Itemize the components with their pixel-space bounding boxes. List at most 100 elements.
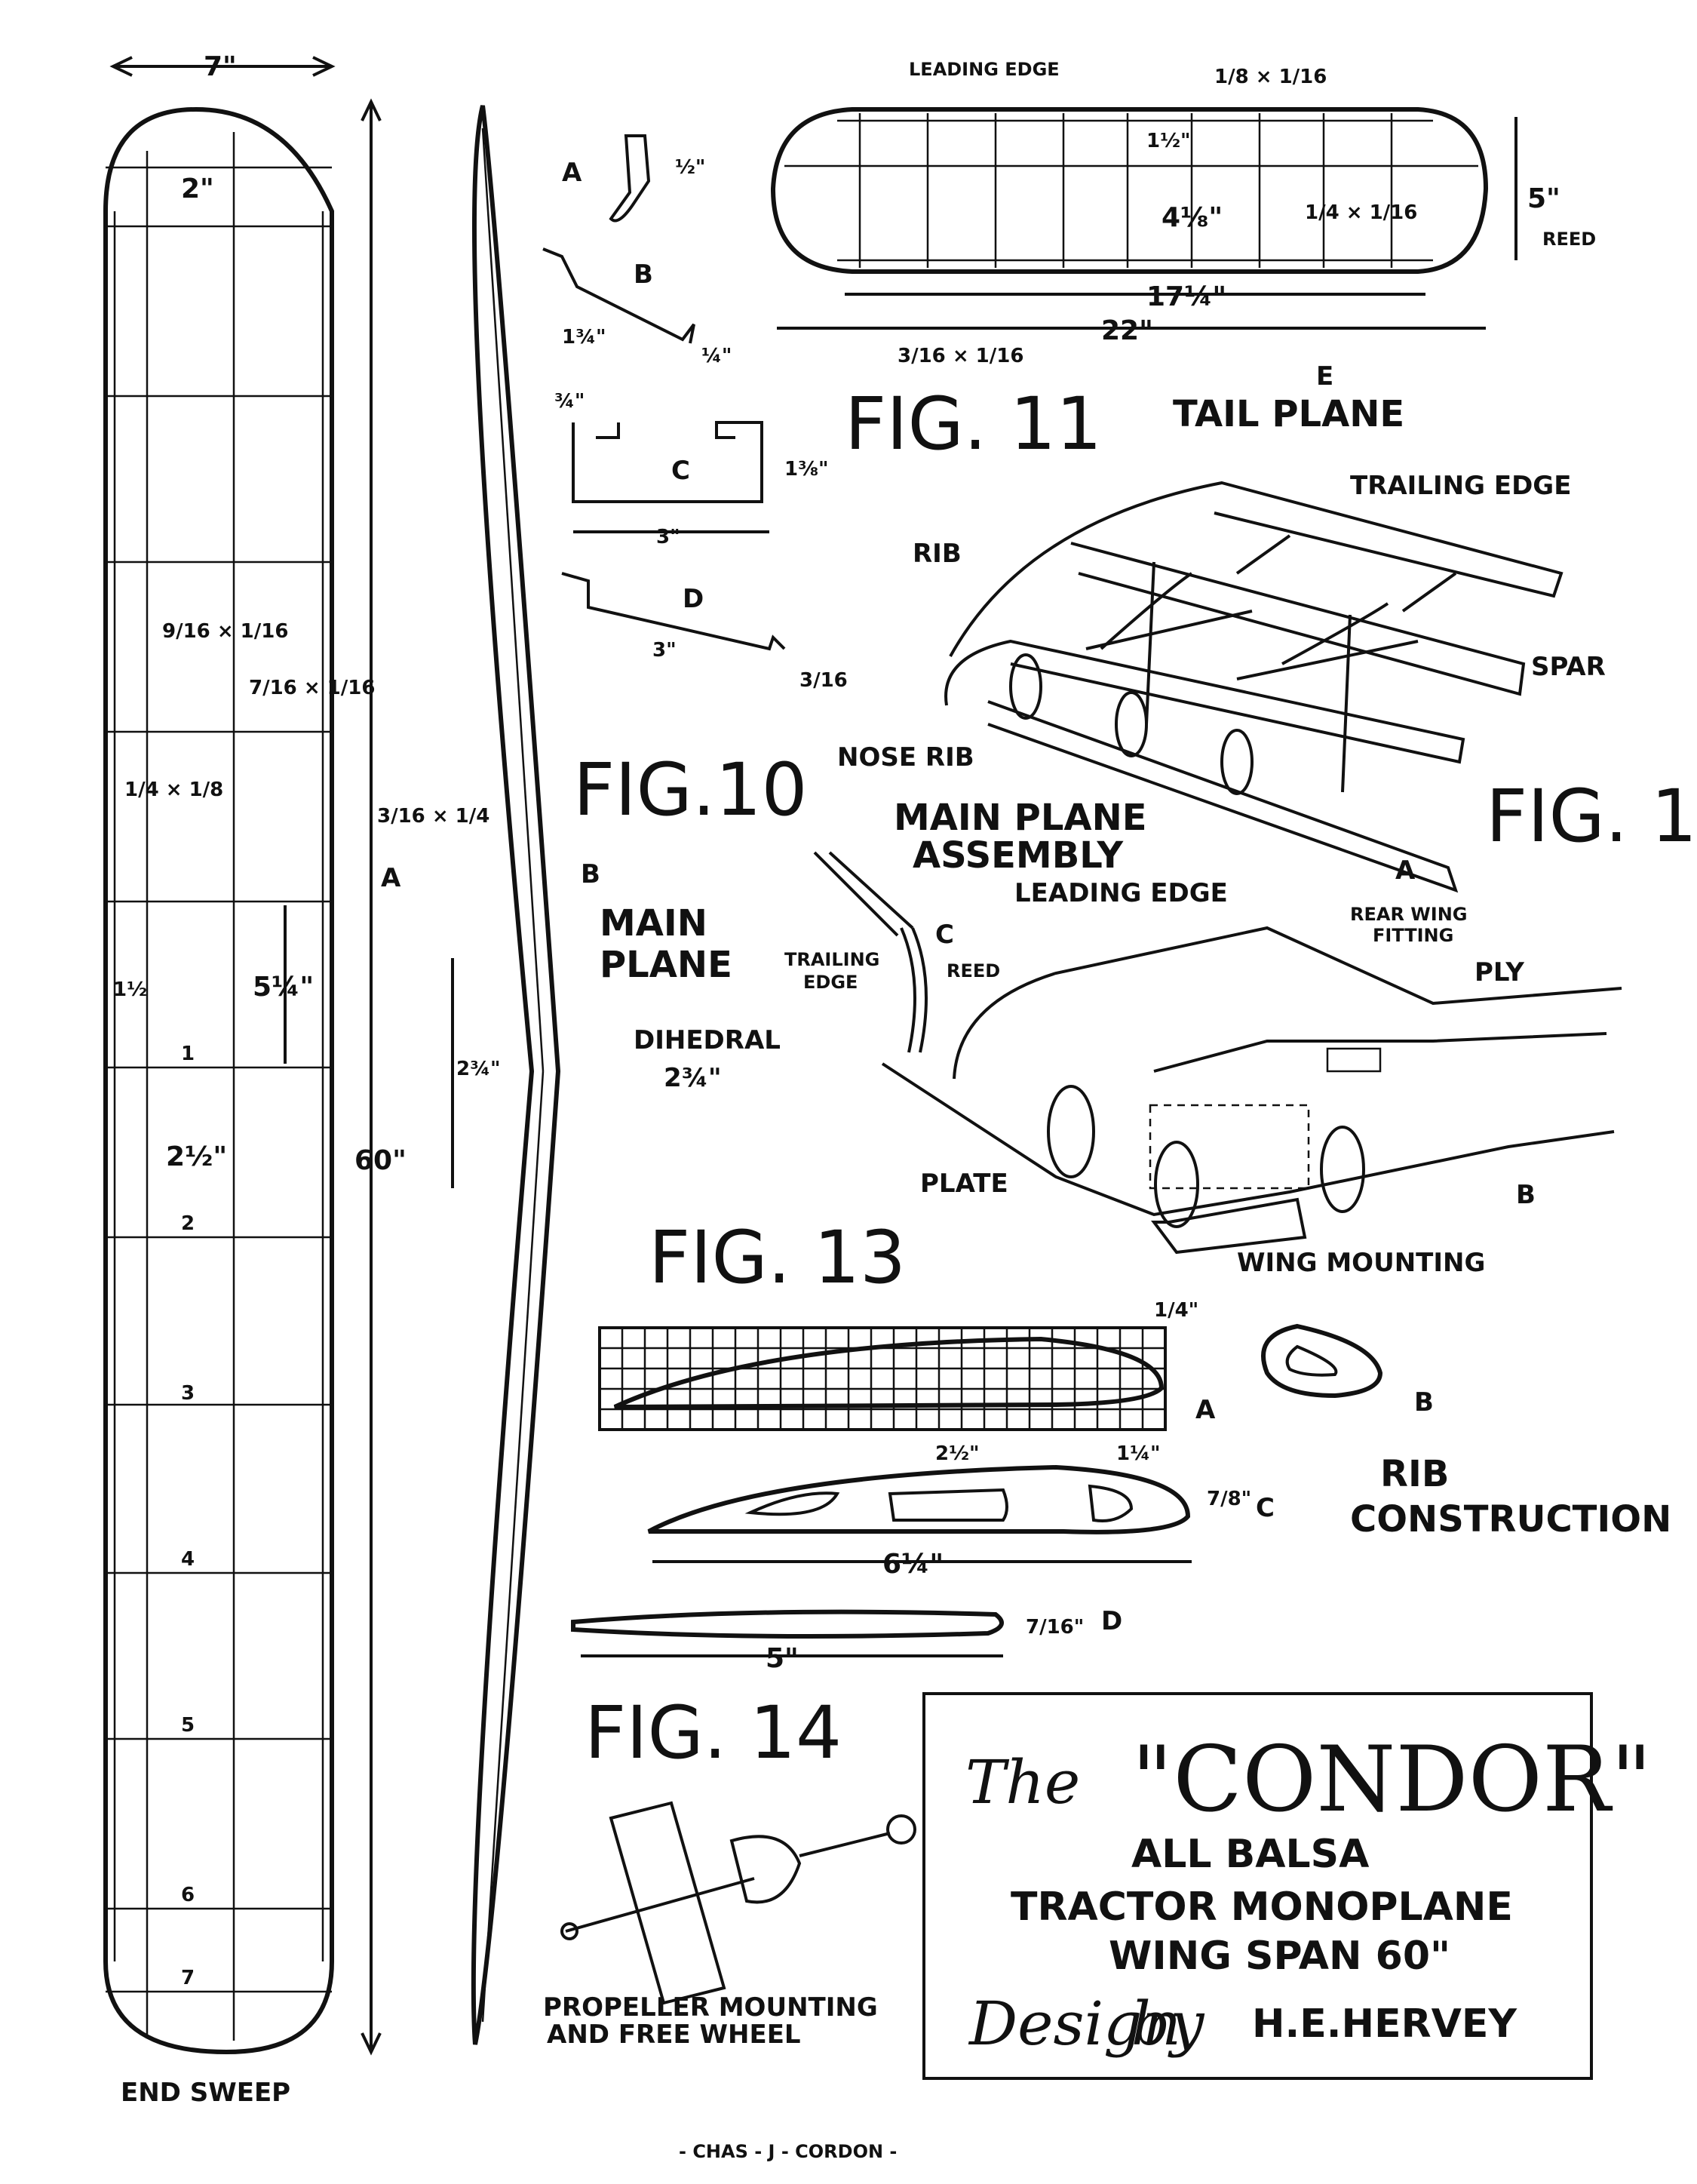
- tail-plane: LEADING EDGE 1/8 × 1/16 1½" 4⅛" 1/4 × 1/…: [770, 59, 1596, 466]
- rib-construction-line1: RIB: [1380, 1453, 1449, 1495]
- fig12-spar-front: [944, 639, 1465, 764]
- tail-dim-center: 17¼": [1146, 281, 1226, 312]
- fig13-dim-d: 7/16": [1026, 1616, 1084, 1639]
- front-view-label-b: B: [581, 859, 600, 889]
- fig13-title: FIG. 13: [649, 1215, 906, 1300]
- tail-plane-outline: [770, 107, 1489, 274]
- dihedral-line1: DIHEDRAL: [634, 1025, 781, 1055]
- fig13-nose-rib-b-hole: [1285, 1344, 1338, 1377]
- wing-outline: [103, 106, 334, 2055]
- fig10-wire-d: [561, 572, 786, 651]
- fig12-rib-cutouts: [1100, 534, 1457, 665]
- rib-number-3: 3: [181, 1382, 195, 1405]
- rear-fitting-line2: FITTING: [1373, 925, 1453, 946]
- tail-reed-label: REED: [1542, 229, 1596, 250]
- rib-gap-dim: 1½: [113, 978, 147, 1001]
- title-design: Design: [968, 1989, 1181, 2059]
- fig12-caption-line1: MAIN PLANE: [894, 797, 1147, 839]
- fig12-caption-line2: ASSEMBLY: [913, 834, 1124, 877]
- fig13-rib-c-profile: [647, 1464, 1191, 1534]
- fig12-nose-rib-2: [1115, 691, 1148, 757]
- detail-c-label: C: [935, 920, 954, 950]
- tail-dim-span: 22": [1101, 315, 1153, 346]
- fig13-rib-c-holes: [744, 1484, 1134, 1522]
- propeller-blade: [609, 1801, 726, 2005]
- tail-dim-inner: 4⅛": [1162, 202, 1223, 233]
- fig13-label-c: C: [1256, 1493, 1275, 1523]
- title-block-frame: [922, 1692, 1593, 2080]
- title-name: "CONDOR": [1131, 1728, 1653, 1832]
- tail-dim-spar: 1/4 × 1/16: [1305, 201, 1417, 224]
- assembly-b-rib-1: [1047, 1085, 1095, 1178]
- main-wing-plan: 7" 2" 9/16 × 1/16 7/16 × 1/16 1/4 × 1/8: [103, 51, 489, 2108]
- fig10-part-d-dim2: 3/16: [799, 669, 848, 692]
- fig13-label-a: A: [1195, 1395, 1216, 1425]
- fig12-label-a: A: [1395, 855, 1416, 886]
- fig10-fittings: A ½" B 1¾" ¼" ¾" C 1⅜" 3" D 3" 3/16 FIG.…: [542, 134, 848, 832]
- span-dim: 60": [354, 1145, 407, 1176]
- fig12-title: FIG. 12: [1486, 774, 1697, 859]
- ply-label: PLY: [1475, 957, 1524, 988]
- detail-c-trailing-line1: TRAILING: [784, 949, 879, 970]
- fig11-title: FIG. 11: [845, 382, 1102, 466]
- fig13-dim-c2: 1¼": [1116, 1442, 1161, 1465]
- fig10-part-b: B: [634, 260, 653, 290]
- tail-caption: TAIL PLANE: [1173, 393, 1404, 435]
- fig10-part-d: D: [683, 584, 704, 614]
- fig12-trailing-edge: TRAILING EDGE: [1350, 471, 1571, 501]
- tail-ribs: [858, 113, 1393, 268]
- fig12-assembly-a: TRAILING EDGE RIB SPAR NOSE RIB MAIN PLA…: [837, 471, 1697, 908]
- fig12-spar: SPAR: [1531, 652, 1606, 682]
- main-plane-line2: PLANE: [600, 944, 732, 986]
- fig10-part-a-dim: ½": [675, 156, 705, 179]
- assembly-b-spar: [881, 1062, 1615, 1217]
- spar-dim-2: 7/16 × 1/16: [249, 677, 375, 699]
- fig13-dim-c1: 2½": [935, 1442, 980, 1465]
- title-block: The "CONDOR" ALL BALSA TRACTOR MONOPLANE…: [922, 1692, 1653, 2080]
- fig13-dim-c-len: 6¼": [882, 1549, 944, 1580]
- plate-label: PLATE: [920, 1169, 1008, 1199]
- fig12-assembly-b: REAR WING FITTING PLY PLATE WING MOUNTIN…: [881, 904, 1622, 1278]
- fig10-part-c-dim2: 1⅜": [784, 458, 829, 481]
- ribs: [106, 166, 332, 1993]
- fig13-dim-d-len: 5": [766, 1643, 799, 1674]
- fig10-part-d-dim1: 3": [652, 639, 677, 662]
- tail-dim-top: 1/8 × 1/16: [1214, 66, 1327, 88]
- freewheel-ring: [886, 1814, 916, 1845]
- rib-number-6: 6: [181, 1884, 195, 1906]
- fig12-nose-rib-3: [1220, 729, 1254, 795]
- wing-mounting-label: WING MOUNTING: [1237, 1248, 1485, 1278]
- fig13-rib-construction: FIG. 13 1/4": [571, 1215, 1671, 1674]
- fig13-dim-grid: 1/4": [1154, 1299, 1198, 1322]
- center-gap-dim: 2½": [166, 1141, 227, 1172]
- dihedral-dim: 2¾": [456, 1058, 501, 1080]
- title-line3: WING SPAN 60": [1109, 1934, 1450, 1979]
- fig12-nose-rib: NOSE RIB: [837, 742, 974, 773]
- tail-label-e: E: [1316, 361, 1333, 392]
- spar-line-upper: [481, 127, 545, 1072]
- end-sweep-label: END SWEEP: [121, 2078, 290, 2108]
- detail-c-trailing-edge: [813, 851, 914, 937]
- tail-dim-height: 5": [1527, 183, 1560, 214]
- main-plane-line1: MAIN: [600, 902, 707, 945]
- fig12-rib: RIB: [913, 539, 962, 569]
- fig14-caption-line1: PROPELLER MOUNTING: [543, 1992, 878, 2023]
- title-line1: ALL BALSA: [1131, 1832, 1369, 1877]
- title-the: The: [965, 1747, 1080, 1817]
- tail-leading-edge-label: LEADING EDGE: [909, 59, 1060, 80]
- rib-number-2: 2: [181, 1212, 195, 1235]
- fig12-spar-rear: [1070, 542, 1526, 696]
- plan-label-a: A: [381, 863, 401, 893]
- rib-number-4: 4: [181, 1548, 195, 1571]
- fig13-nose-rib-b: [1261, 1323, 1383, 1399]
- assembly-b-rib-2: [1154, 1141, 1199, 1228]
- fig10-hook-a: [609, 134, 651, 223]
- rear-fitting-line1: REAR WING: [1350, 904, 1467, 925]
- fig13-label-d: D: [1101, 1606, 1122, 1636]
- rib-number-5: 5: [181, 1714, 195, 1737]
- fig14-propeller-mounting: FIG. 14 PROPELLER MOUNTING AND FREE WHEE…: [543, 1691, 916, 2050]
- fig12-leading-edge: [987, 700, 1459, 893]
- fig12-leading-edge: LEADING EDGE: [1014, 878, 1228, 908]
